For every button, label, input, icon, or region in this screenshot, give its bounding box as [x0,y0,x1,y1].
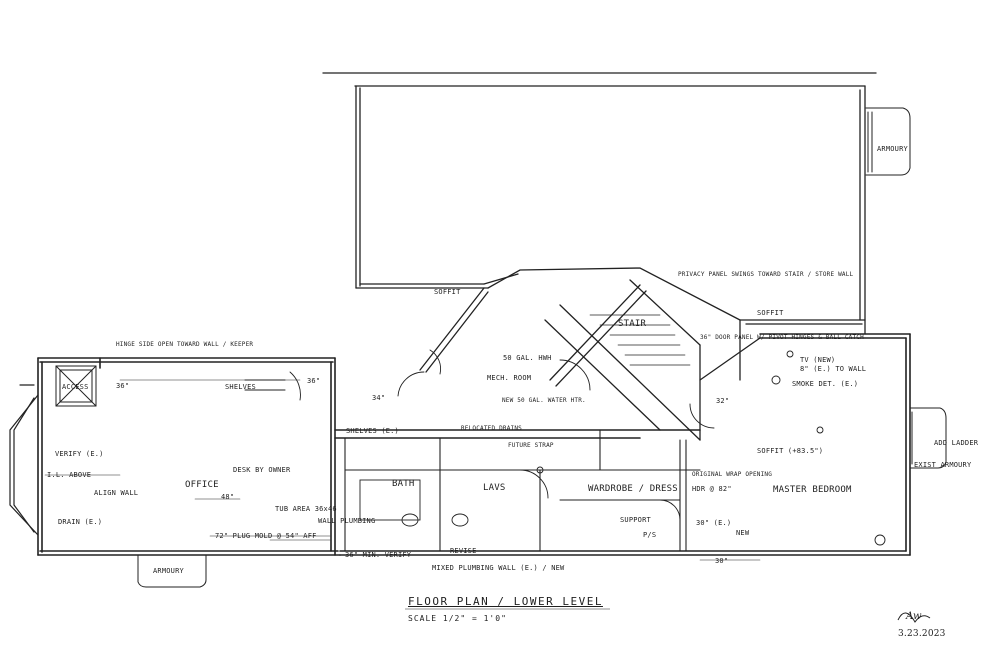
hdr-label: HDR @ 82" [692,485,732,493]
dim-48-label: 48" [221,493,235,501]
lower-level-walls [37,333,911,556]
stair-treads [589,314,691,366]
plan-scale: SCALE 1/2" = 1'0" [408,614,507,623]
smoke-det-label: SMOKE DET. (E.) [792,380,859,388]
plug-mold-label: 72" PLUG MOLD @ 54" AFF [215,532,317,540]
armoury-bottom-box [137,554,207,588]
ps-label: P/S [643,531,657,539]
to-wall-label: 8" (E.) TO WALL [800,365,867,373]
hinge-side-label: HINGE SIDE OPEN TOWARD WALL / KEEPER [116,341,254,348]
wardrobe-label: WARDROBE / DRESS [588,484,678,494]
office-label: OFFICE [185,480,219,490]
verify-36-label: 36" MIN. VERIFY [345,551,412,559]
desk-label: DESK BY OWNER [233,466,291,474]
access-hatch [55,365,97,407]
original-wrap-label: ORIGINAL WRAP OPENING [692,471,773,478]
soffit-top-label: SOFFIT [757,309,784,317]
soffit-left-label: SOFFIT [434,288,461,296]
support-label: SUPPORT [620,516,651,524]
dim-32-label: 32" [716,397,730,405]
hwh-label: 50 GAL. HWH [503,354,552,362]
add-ladder-label: ADD LADDER [934,439,979,447]
relocated-drains-label: RELOCATED DRAINS [461,425,522,432]
revise-label: REVISE [450,547,477,555]
exist-armoury-label: EXIST ARMOURY [914,461,972,469]
il-above-label: I.L. ABOVE [47,471,92,479]
dim-36-label: 36" [116,382,130,390]
bath-fixtures [359,350,886,546]
dim-30-label: 30" [715,557,729,565]
plan-title: FLOOR PLAN / LOWER LEVEL [408,595,603,608]
lavs-label: LAVS [483,483,506,493]
verify-label: VERIFY (E.) [55,450,104,458]
door-swings [289,349,715,521]
signature-flourish [897,612,931,623]
privacy-panel-label: PRIVACY PANEL SWINGS TOWARD STAIR / STOR… [678,271,854,278]
bay-window [9,384,39,536]
mech-room-label: MECH. ROOM [487,374,532,382]
drain-label: DRAIN (E.) [58,518,103,526]
dim-34-label: 34" [372,394,386,402]
armoury-top-label: ARMOURY [877,145,908,153]
tub-area-label: TUB AREA 36x46 [275,505,337,513]
bath-label: BATH [392,479,415,489]
dim-36b-label: 36" [307,377,321,385]
new-label: NEW [736,529,750,537]
shelves-label: SHELVES [225,383,256,391]
wall-plumbing-label: WALL PLUMBING [318,517,376,525]
mixed-plumbing-label: MIXED PLUMBING WALL (E.) / NEW [432,564,565,572]
access-label: ACCESS [62,383,89,391]
armoury-top-box [865,107,911,176]
tv-new-label: TV (NEW) [800,356,836,364]
armoury-bottom-label: ARMOURY [153,567,184,575]
signature-initials: Aw [906,611,922,622]
signature-date: 3.23.2023 [898,629,946,639]
interior-partitions [244,379,701,552]
upper-area-walls [322,72,877,335]
dimension-lines [44,379,761,561]
future-strap-label: FUTURE STRAP [508,442,554,449]
master-bedroom-label: MASTER BEDROOM [773,485,852,495]
stair-label: STAIR [618,319,647,329]
shelves-e-label: SHELVES (E.) [346,427,399,435]
water-heater-label: NEW 50 GAL. WATER HTR. [502,397,586,404]
door-panel-label: 36" DOOR PANEL W/ PIVOT HINGES & BALL CA… [700,334,864,341]
armoury-right-box [909,407,947,469]
dim-30e-label: 30" (E.) [696,519,732,527]
stair-walls [419,267,761,441]
soffit-mid-label: SOFFIT (+83.5") [757,447,824,455]
align-wall-label: ALIGN WALL [94,489,139,497]
